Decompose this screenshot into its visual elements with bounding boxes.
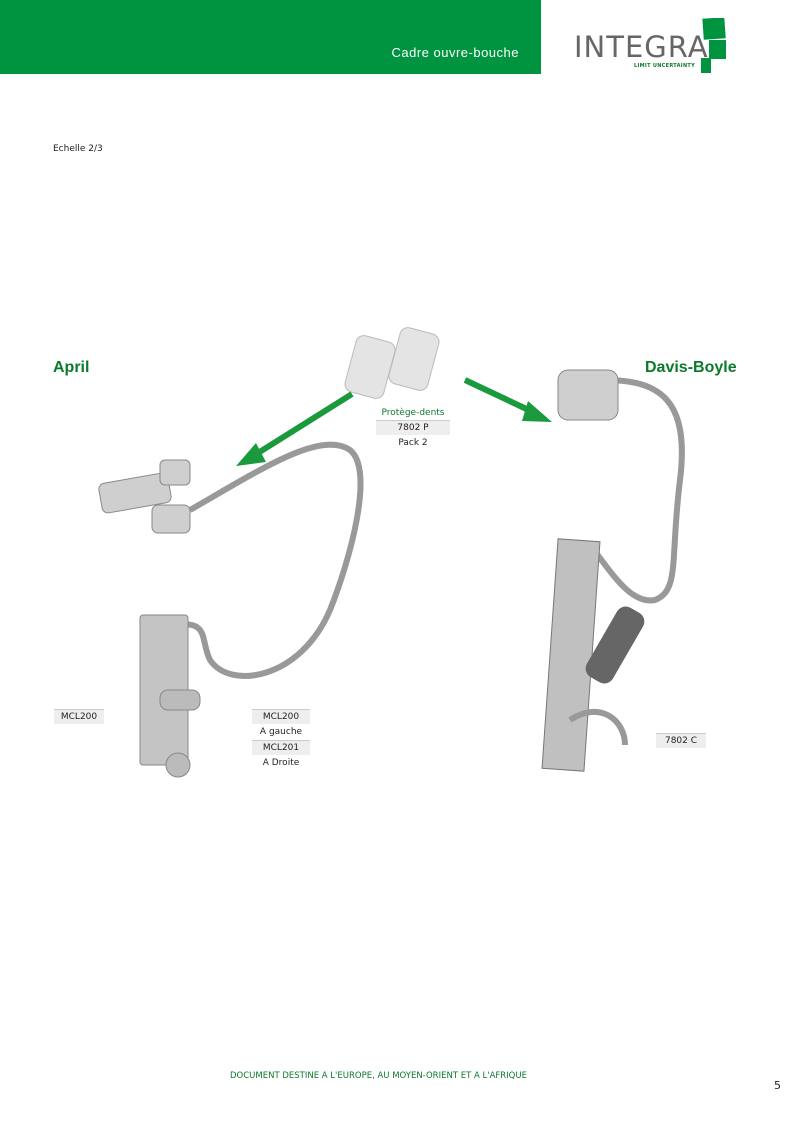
teeth-guard-ref: 7802 P xyxy=(376,420,450,435)
davis-boyle-title: Davis-Boyle xyxy=(645,359,737,376)
page-number: 5 xyxy=(774,1079,781,1092)
april-title: April xyxy=(53,359,90,376)
april-ref-left: MCL200 xyxy=(54,709,104,724)
davis-boyle-ref: 7802 C xyxy=(656,733,706,748)
logo-text: INTEGRA xyxy=(574,30,709,64)
integra-logo: INTEGRA LIMIT UNCERTAINTY xyxy=(572,18,732,78)
april-ref-side: A gauche xyxy=(259,727,303,737)
teeth-guard-pack: Pack 2 xyxy=(398,438,428,448)
april-ref-side: A Droite xyxy=(262,758,300,768)
april-gag-image xyxy=(174,441,364,679)
davis-boyle-gag-image xyxy=(541,369,685,772)
header-banner: Cadre ouvre-bouche xyxy=(0,0,541,74)
april-ref-code: MCL200 xyxy=(252,709,310,724)
april-refs: MCL200 A gauche MCL201 A Droite xyxy=(252,709,310,771)
section-title: Cadre ouvre-bouche xyxy=(391,45,519,60)
scale-note: Echelle 2/3 xyxy=(53,144,103,154)
teeth-guard-name: Protège-dents xyxy=(381,408,445,418)
footer-note: DOCUMENT DESTINE A L'EUROPE, AU MOYEN-OR… xyxy=(230,1071,527,1081)
april-ref-code: MCL201 xyxy=(252,740,310,755)
arrow-icon xyxy=(236,377,552,466)
logo-squares-icon xyxy=(701,18,726,73)
teeth-guard-image xyxy=(344,327,440,399)
teeth-guard-label: Protège-dents 7802 P Pack 2 xyxy=(376,406,450,451)
logo-tagline: LIMIT UNCERTAINTY xyxy=(634,63,696,69)
